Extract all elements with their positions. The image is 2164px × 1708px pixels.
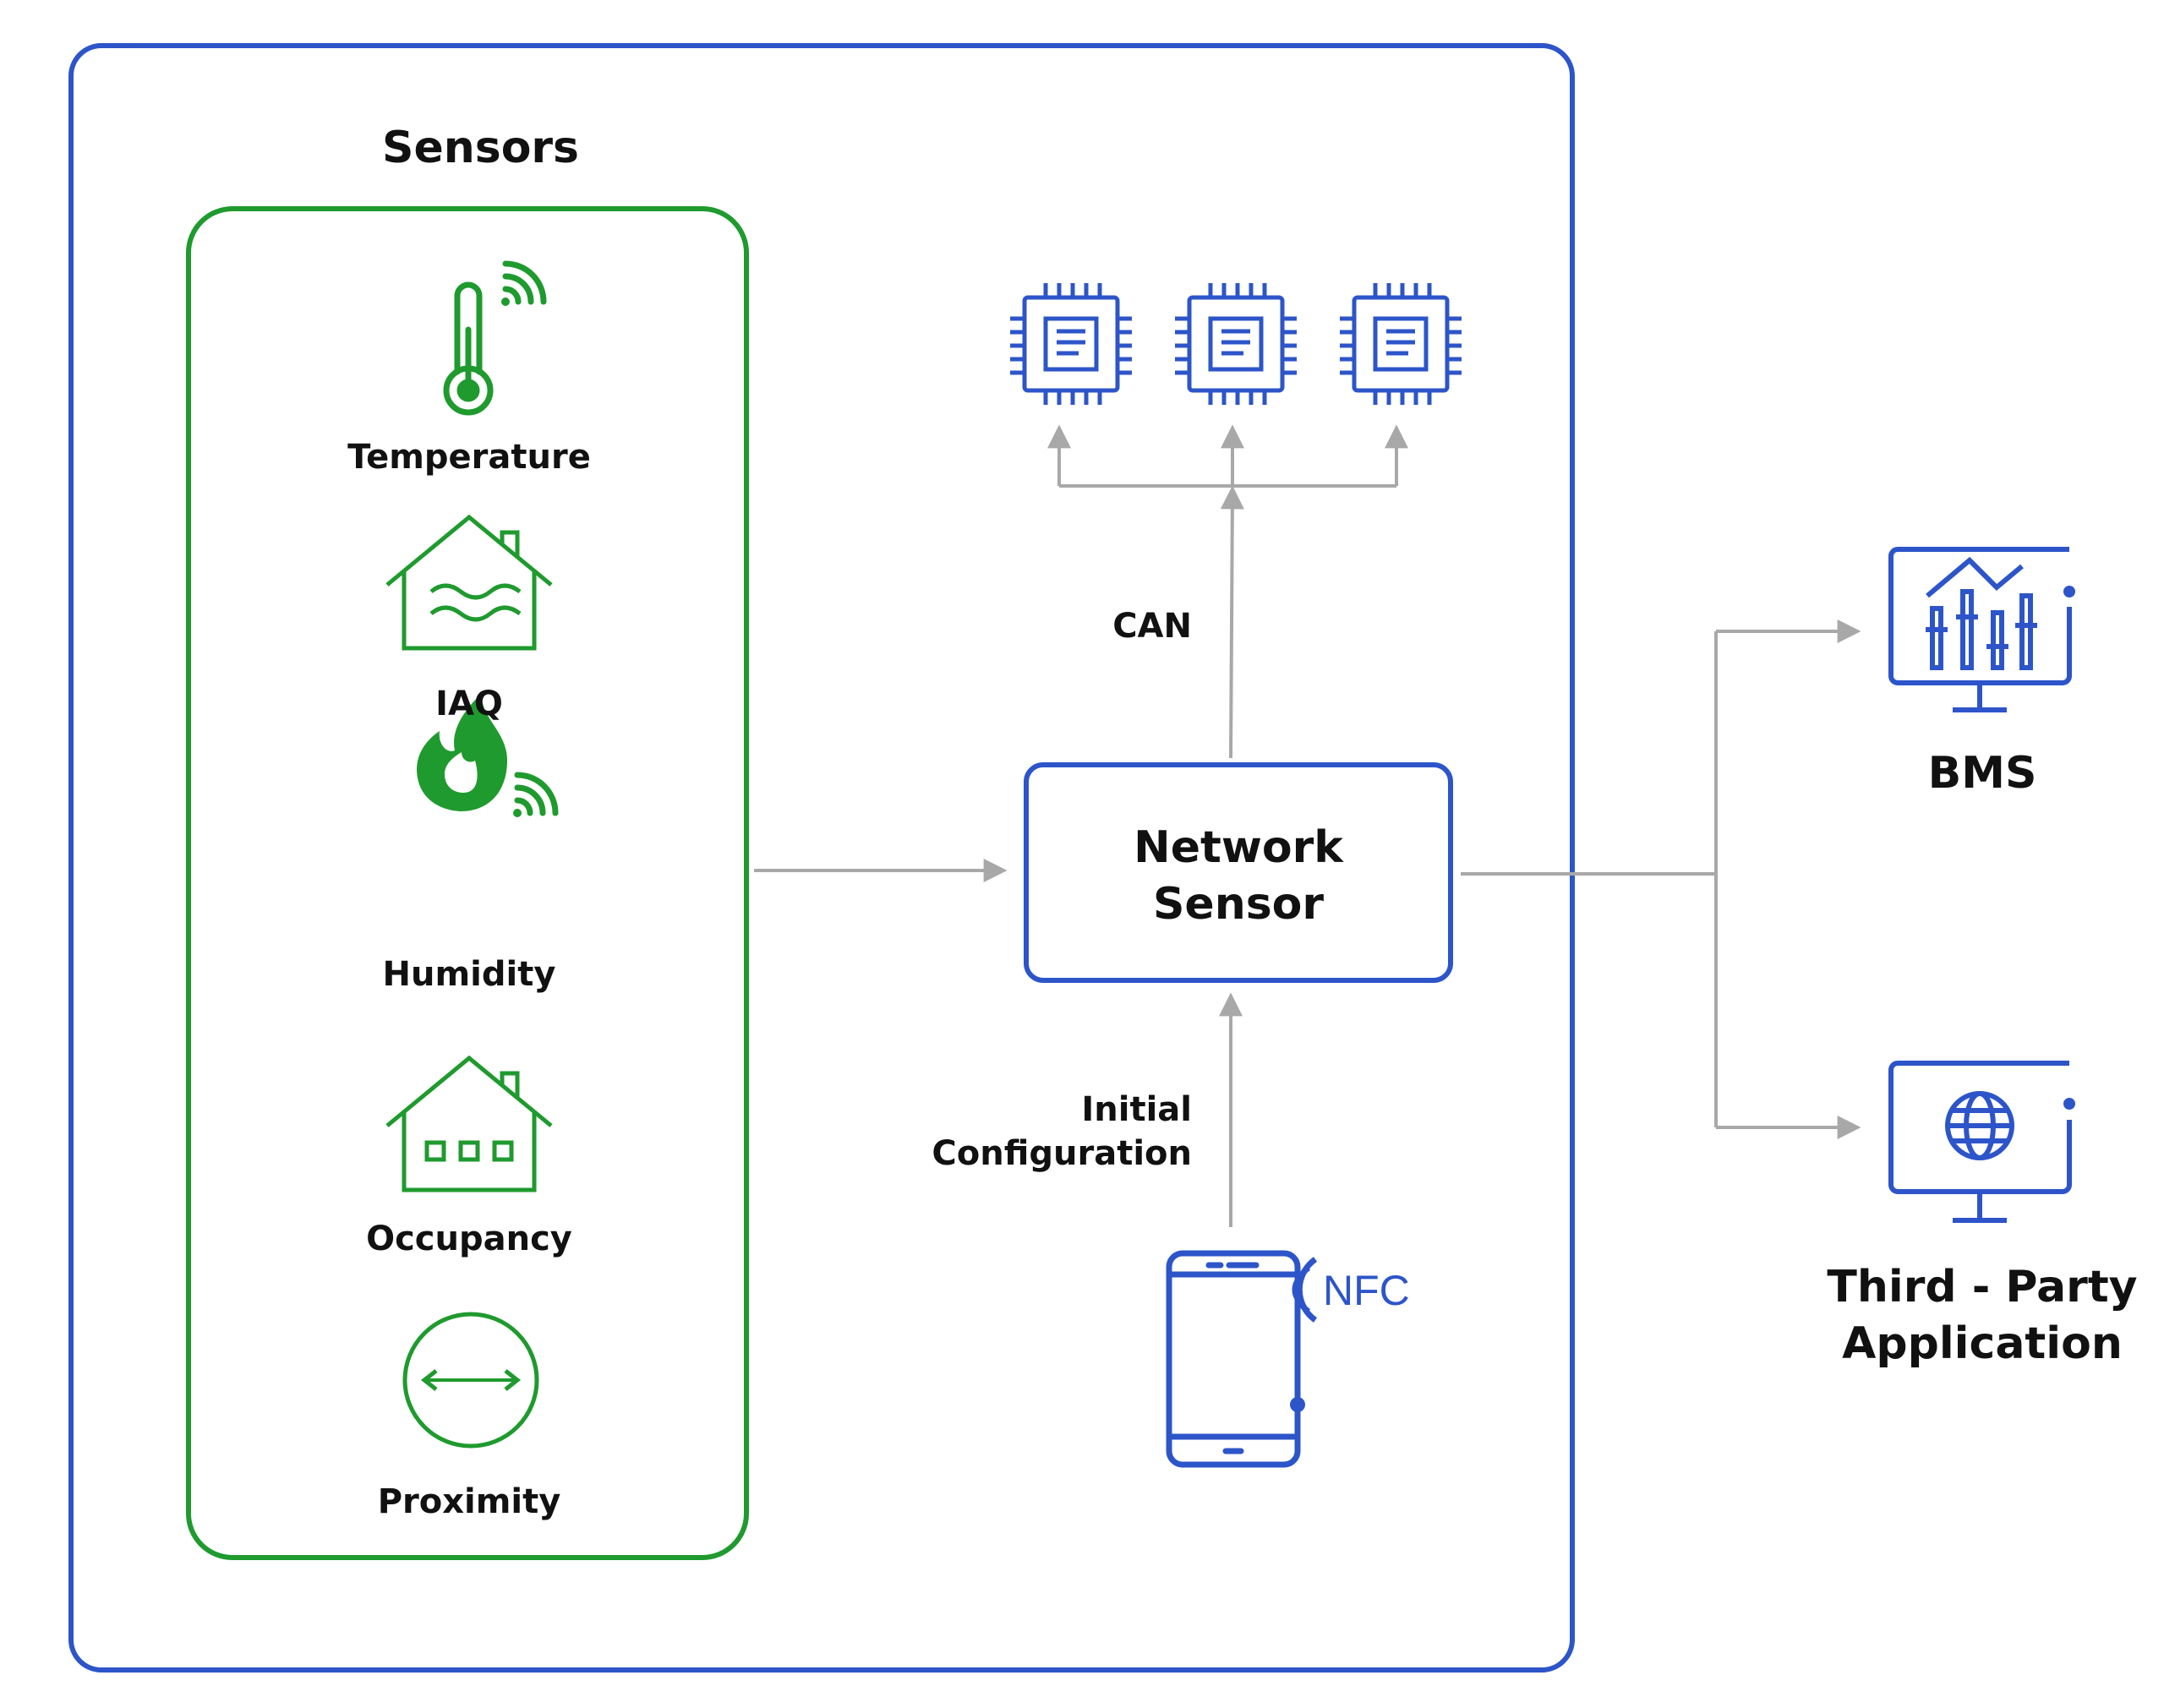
flame-wifi-icon	[417, 693, 559, 817]
can-branch-lines	[1047, 424, 1408, 488]
chip-icon	[1010, 283, 1132, 405]
nfc-label: NFC	[1323, 1267, 1410, 1314]
proximity-arrows-icon	[402, 1312, 539, 1449]
config-label-line2: Configuration	[932, 1134, 1192, 1173]
house-air-icon	[385, 514, 553, 651]
system-boundary	[68, 43, 1575, 1673]
house-occupancy-icon	[385, 1055, 553, 1192]
config-label-line1: Initial	[1081, 1090, 1192, 1129]
monitor-globe-icon	[1888, 1061, 2075, 1223]
sensor-label-humidity: Humidity	[382, 955, 556, 994]
network-sensor-line2: Sensor	[1152, 879, 1325, 930]
thermometer-wifi-icon	[443, 260, 547, 416]
can-arrow	[1220, 485, 1244, 759]
third-party-label-line1: Third - Party	[1827, 1262, 2138, 1312]
network-sensor-line1: Network	[1134, 822, 1343, 873]
sensor-label-iaq: IAQ	[435, 685, 503, 723]
monitor-chart-icon	[1888, 547, 2075, 712]
sensor-label-occupancy: Occupancy	[366, 1220, 572, 1258]
chip-icon	[1340, 283, 1462, 405]
output-lines	[1461, 619, 1861, 1139]
smartphone-nfc-icon	[1166, 1250, 1318, 1468]
sensor-label-temperature: Temperature	[347, 438, 591, 477]
sensor-label-proximity: Proximity	[377, 1482, 561, 1521]
can-label: CAN	[1112, 607, 1192, 646]
chip-icon	[1175, 283, 1297, 405]
third-party-label-line2: Application	[1842, 1318, 2123, 1369]
bms-label: BMS	[1927, 748, 2037, 799]
network-sensor-box	[1024, 762, 1453, 983]
sensors-panel	[186, 206, 749, 1560]
sensors-title: Sensors	[382, 123, 580, 173]
